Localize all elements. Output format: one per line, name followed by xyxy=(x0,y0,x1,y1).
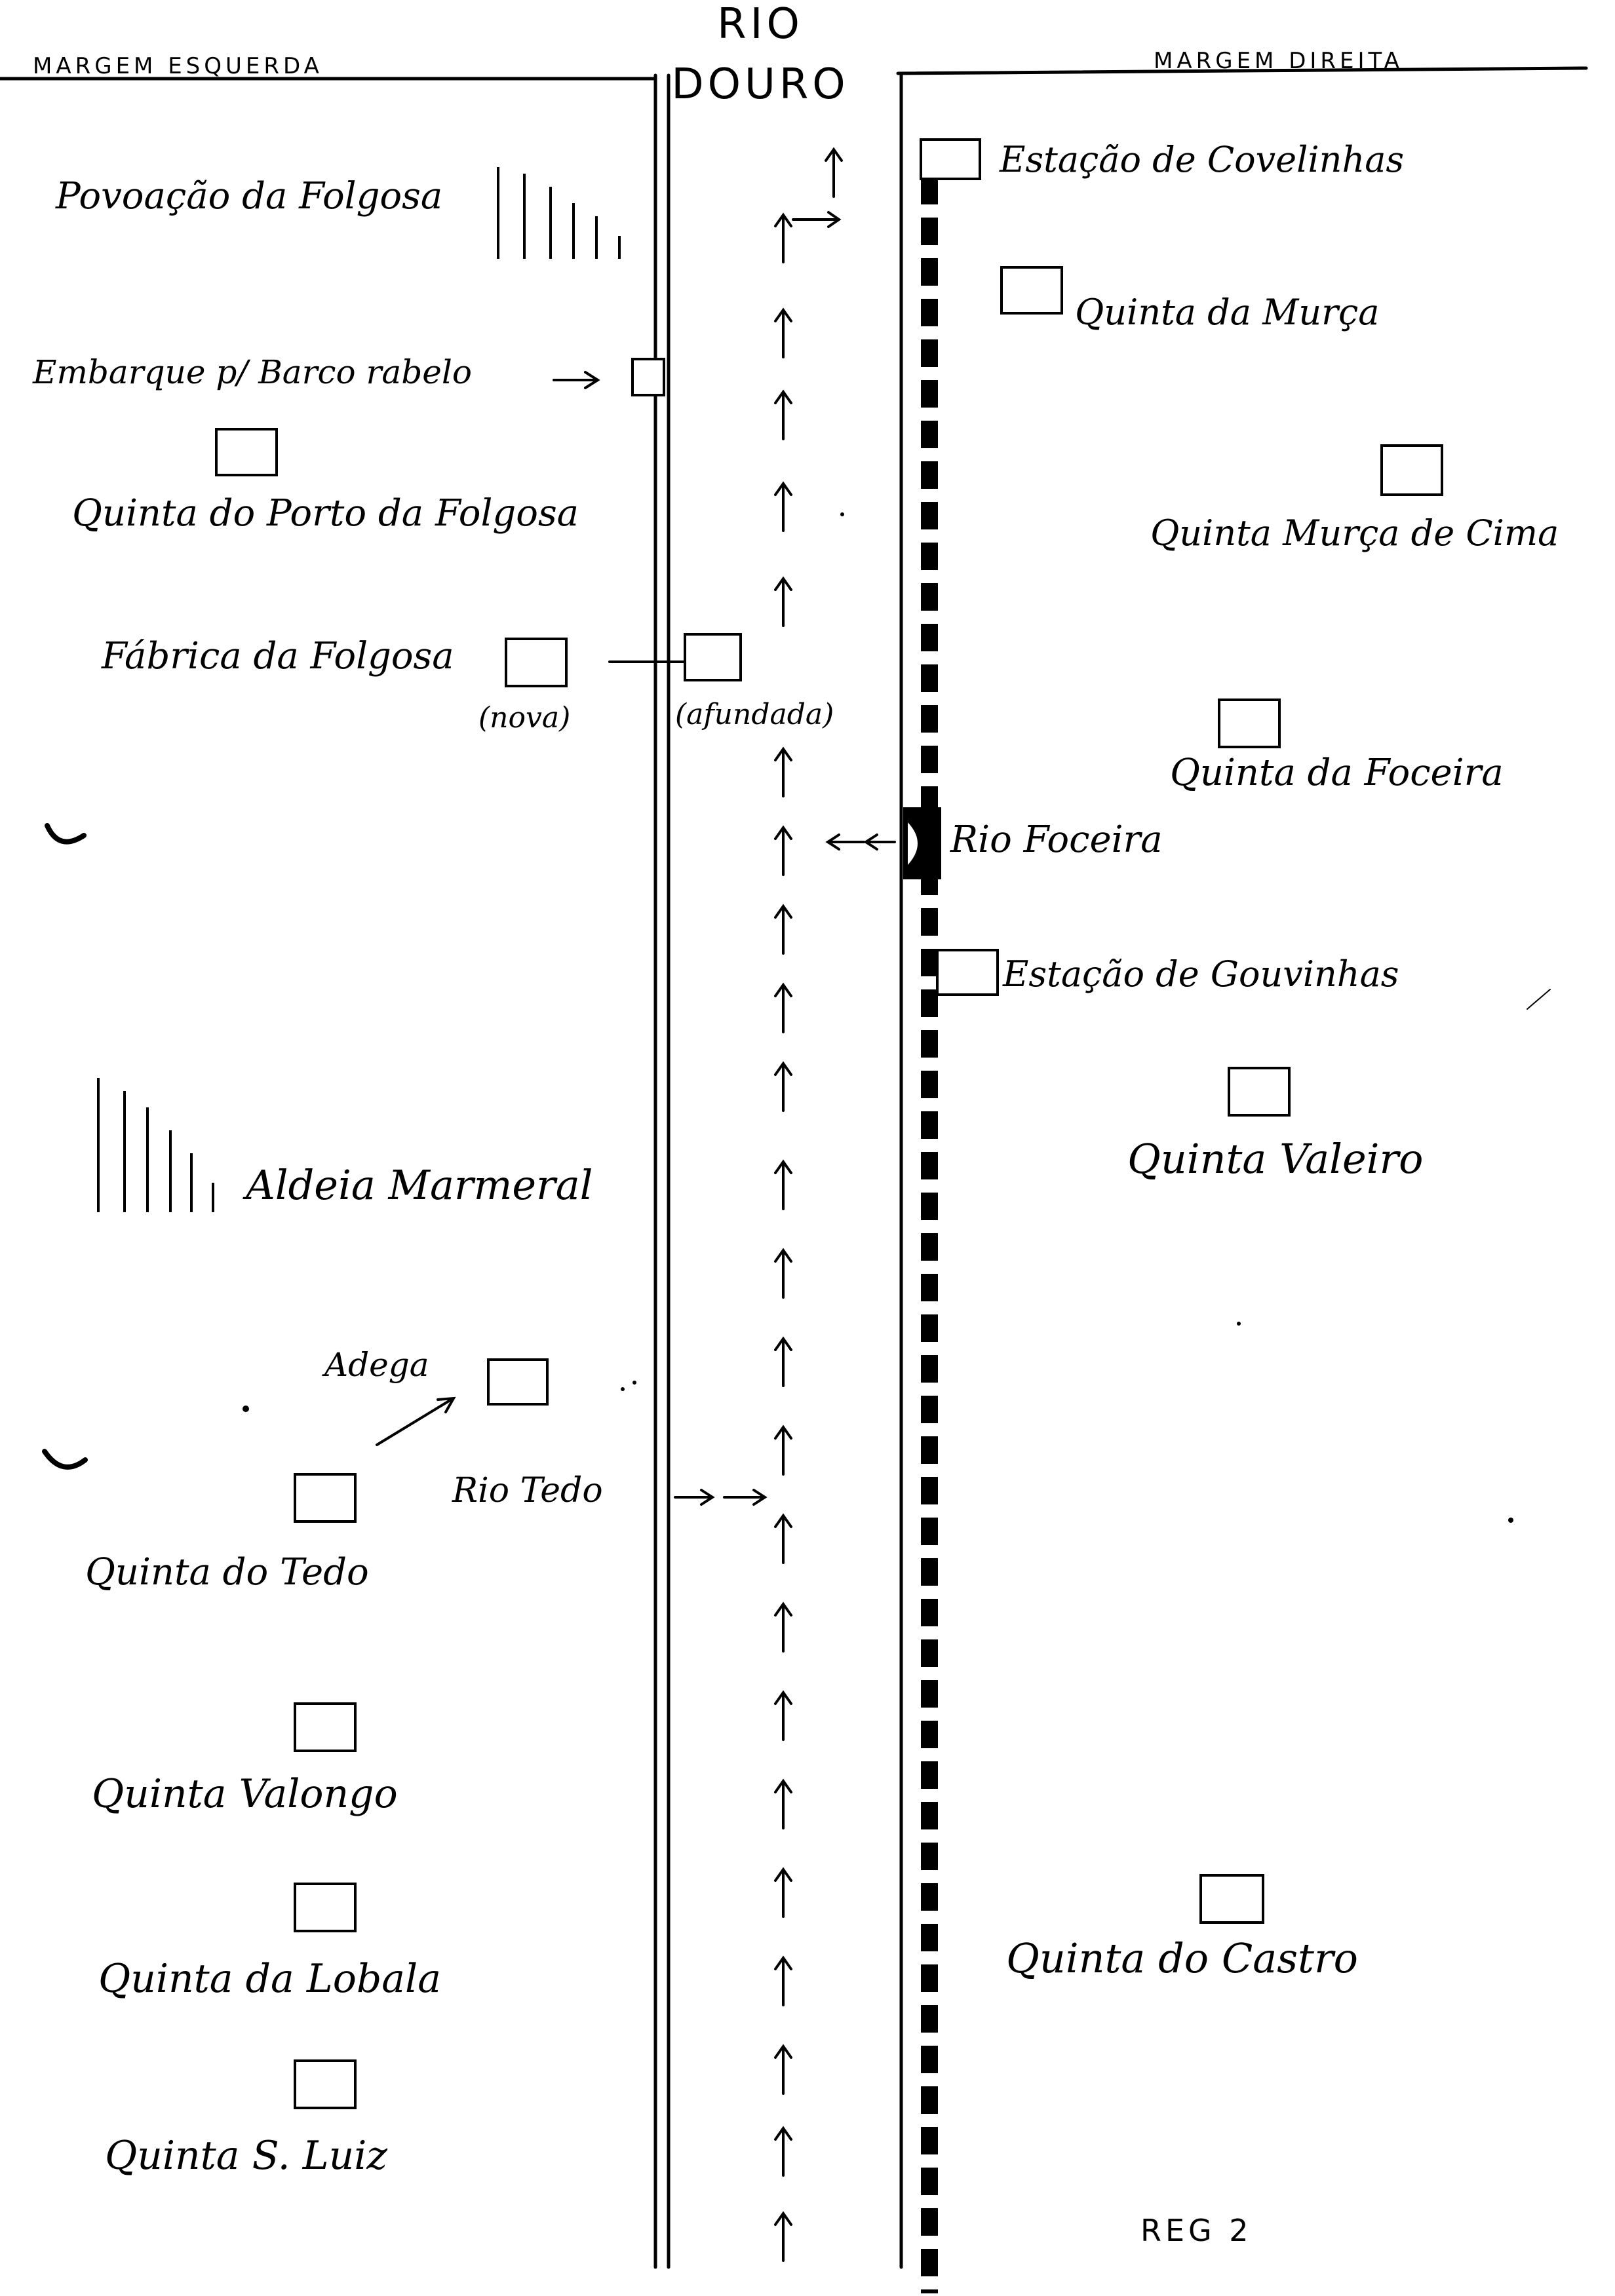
label-fabrica-folgosa: Fábrica da Folgosa xyxy=(101,635,454,678)
label-embarque-barco-rabelo: Embarque p/ Barco rabelo xyxy=(32,353,472,391)
flow-arrow xyxy=(774,307,792,358)
arrow-embarque xyxy=(553,371,600,389)
label-quinta-foceira: Quinta da Foceira xyxy=(1170,752,1504,794)
flow-arrow xyxy=(774,389,792,440)
label-rio-foceira: Rio Foceira xyxy=(950,818,1163,861)
label-povoacao-folgosa: Povoação da Folgosa xyxy=(55,175,442,218)
flow-arrow xyxy=(774,1061,792,1112)
paper-specks xyxy=(243,512,1513,1523)
flow-arrow xyxy=(774,2211,792,2262)
label-quinta-valongo: Quinta Valongo xyxy=(92,1771,398,1817)
building-quinta-foceira xyxy=(1218,698,1281,748)
flow-arrow-branch-right xyxy=(792,211,842,228)
flow-arrow xyxy=(774,1425,792,1476)
label-nova: (nova) xyxy=(478,701,570,735)
flow-arrow xyxy=(774,982,792,1033)
bend-mark xyxy=(45,823,87,845)
flow-arrow-branch-up xyxy=(825,147,843,198)
river-flow-arrows xyxy=(774,147,843,2262)
flow-arrow xyxy=(774,2126,792,2177)
building-quinta-castro xyxy=(1199,1874,1264,1924)
flow-arrow xyxy=(774,1248,792,1299)
building-quinta-tedo xyxy=(294,1473,357,1523)
label-quinta-murca-cima: Quinta Murça de Cima xyxy=(1150,512,1559,554)
building-fabrica-afundada xyxy=(684,633,742,681)
flow-arrow xyxy=(774,904,792,955)
flow-arrow xyxy=(774,1955,792,2006)
flow-arrow xyxy=(774,1867,792,1918)
label-adega: Adega xyxy=(322,1346,429,1384)
label-afundada: (afundada) xyxy=(675,698,834,731)
river-title-line2: DOURO xyxy=(671,60,849,109)
bend-mark xyxy=(42,1449,88,1470)
label-quinta-tedo: Quinta do Tedo xyxy=(85,1551,369,1594)
flow-arrow xyxy=(774,746,792,797)
label-quinta-murca: Quinta da Murça xyxy=(1075,292,1379,333)
label-quinta-lobala: Quinta da Lobala xyxy=(98,1956,441,2002)
paper-mark xyxy=(1527,989,1551,1010)
railway-top-solid xyxy=(921,177,938,203)
flow-arrow xyxy=(774,1601,792,1653)
label-estacao-gouvinhas: Estação de Gouvinhas xyxy=(1002,953,1399,995)
arrow-rio-foceira xyxy=(825,833,896,851)
flow-arrow xyxy=(774,1159,792,1210)
building-adega xyxy=(487,1358,549,1406)
label-quinta-porto-folgosa: Quinta do Porto da Folgosa xyxy=(72,492,579,535)
building-quinta-s-luiz xyxy=(294,2059,357,2109)
label-quinta-s-luiz: Quinta S. Luiz xyxy=(105,2133,387,2179)
label-estacao-covelinhas: Estação de Covelinhas xyxy=(999,139,1404,180)
flow-arrow xyxy=(774,1513,792,1564)
arrow-rio-tedo xyxy=(674,1489,768,1506)
flow-arrow xyxy=(774,212,792,263)
left-bank-heading: MARGEM ESQUERDA xyxy=(33,53,323,79)
rio-foceira-arch xyxy=(908,822,918,865)
station-covelinhas xyxy=(920,138,981,180)
label-aldeia-marmeral: Aldeia Marmeral xyxy=(243,1161,593,1209)
building-quinta-lobala xyxy=(294,1883,357,1932)
label-quinta-valeiro: Quinta Valeiro xyxy=(1127,1135,1423,1183)
village-tally-folgosa xyxy=(497,167,621,259)
flow-arrow xyxy=(774,576,792,627)
building-fabrica-nova xyxy=(505,638,568,687)
flow-arrow xyxy=(774,2044,792,2095)
flow-arrow xyxy=(774,1336,792,1387)
river-title-line1: RIO xyxy=(717,0,804,48)
label-quinta-castro: Quinta do Castro xyxy=(1006,1934,1358,1982)
station-gouvinhas xyxy=(936,949,999,996)
flow-arrow xyxy=(774,825,792,876)
building-quinta-valongo xyxy=(294,1702,357,1752)
flow-arrow xyxy=(774,1690,792,1741)
sheet-reference: REG 2 xyxy=(1140,2213,1253,2248)
village-tally-marmeral xyxy=(97,1078,214,1212)
right-bank-top-line xyxy=(896,66,1588,75)
boat-landing-marker xyxy=(631,358,665,396)
flow-arrow xyxy=(774,1778,792,1829)
building-quinta-murca-cima xyxy=(1380,444,1443,496)
building-quinta-porto-folgosa xyxy=(215,428,278,476)
building-quinta-murca xyxy=(1000,266,1063,315)
label-rio-tedo: Rio Tedo xyxy=(452,1471,603,1510)
flow-arrow xyxy=(774,481,792,532)
building-quinta-valeiro xyxy=(1228,1067,1291,1117)
arrow-adega xyxy=(376,1396,456,1446)
